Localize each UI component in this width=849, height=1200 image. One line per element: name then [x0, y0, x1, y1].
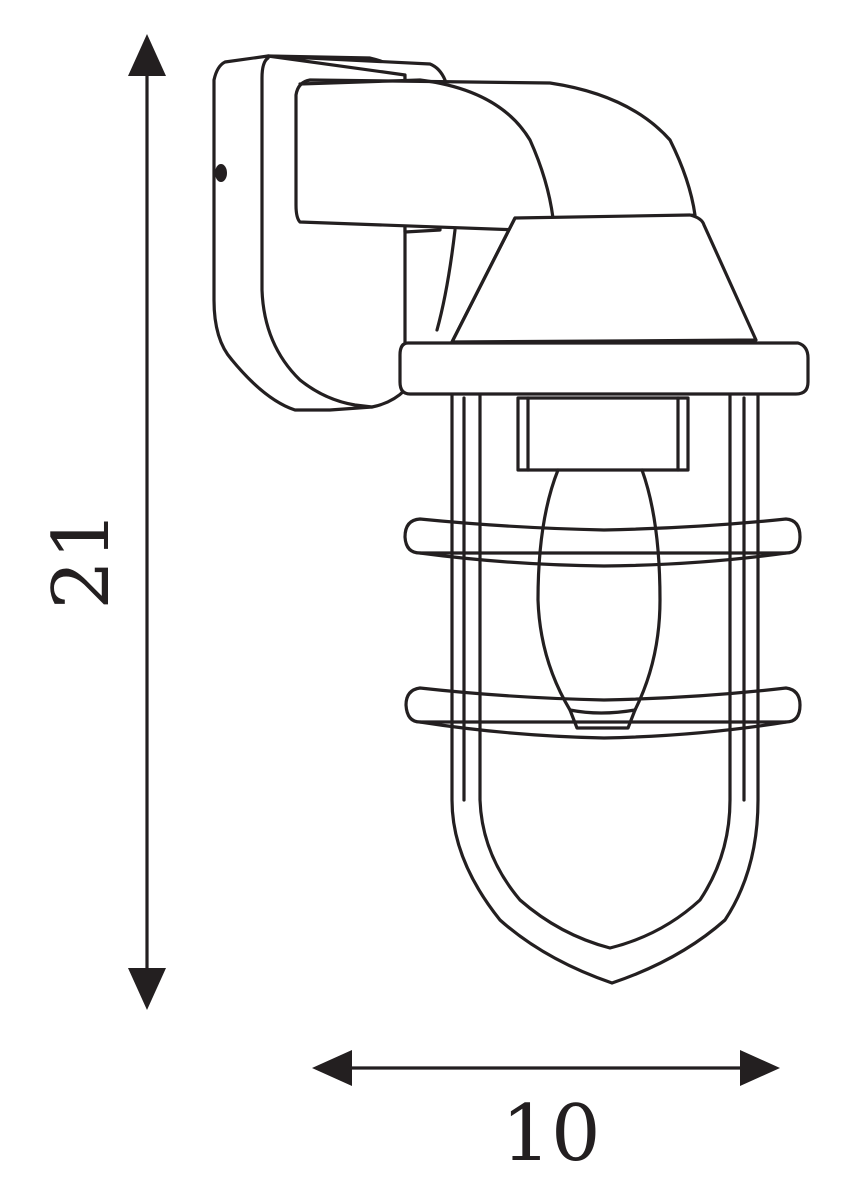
light-bulb: [536, 468, 662, 730]
width-dimension: 10: [312, 1050, 780, 1179]
cage-ring-lower: [404, 686, 802, 740]
bulb-socket: [516, 396, 690, 472]
height-dimension: 21: [37, 34, 166, 1010]
height-value: 21: [37, 510, 127, 609]
width-arrow-right: [740, 1050, 780, 1086]
height-arrow-bottom: [128, 968, 166, 1010]
cage-ring-upper: [403, 517, 802, 568]
lamp-housing: [450, 213, 758, 344]
lamp-arm: [266, 54, 697, 332]
lamp-cage: [450, 393, 760, 985]
wall-lamp: [212, 54, 810, 985]
lamp-flange: [398, 341, 810, 396]
width-value: 10: [501, 1089, 600, 1179]
mount-screw-hole: [215, 164, 227, 182]
height-arrow-top: [128, 34, 166, 76]
width-arrow-left: [312, 1050, 352, 1086]
